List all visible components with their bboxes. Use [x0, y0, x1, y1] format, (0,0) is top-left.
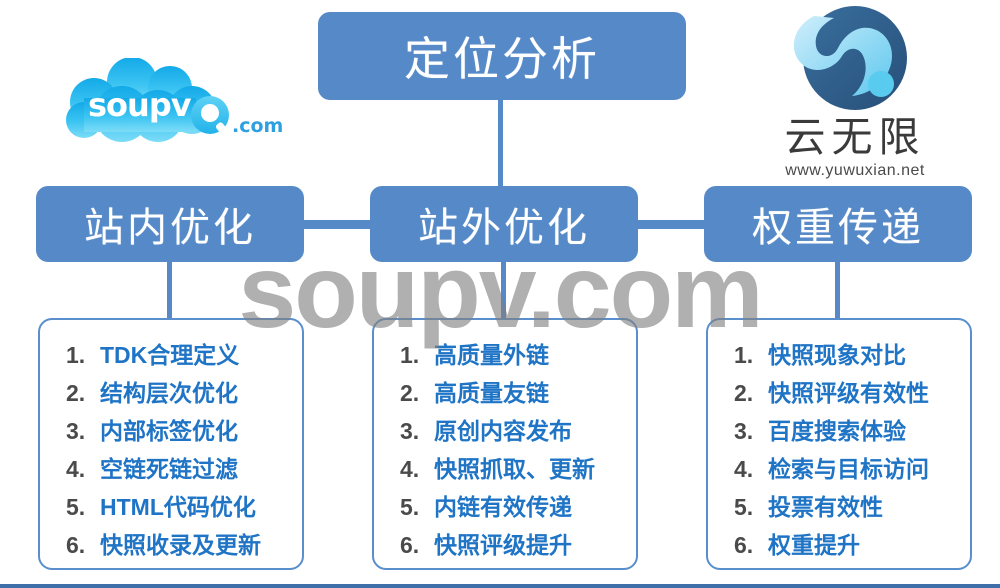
list-item-number: 1.	[400, 342, 420, 368]
list-item[interactable]: 1. 快照现象对比	[708, 336, 970, 374]
list-item[interactable]: 1. 高质量外链	[374, 336, 636, 374]
list-item-label: 空链死链过滤	[100, 456, 238, 482]
circle-swirl-icon	[793, 6, 907, 110]
list-item-label: TDK合理定义	[100, 342, 240, 368]
list-item-number: 4.	[400, 456, 420, 482]
list-item-label: 结构层次优化	[100, 380, 238, 406]
list-item[interactable]: 6. 快照评级提升	[374, 526, 636, 564]
list-item-number: 4.	[734, 456, 754, 482]
list-item-label: 原创内容发布	[434, 418, 572, 444]
list-item[interactable]: 5. 内链有效传递	[374, 488, 636, 526]
list-item-label: 快照抓取、更新	[434, 456, 595, 482]
list-item[interactable]: 4. 快照抓取、更新	[374, 450, 636, 488]
list-item-label: 高质量外链	[434, 342, 549, 368]
list-item-label: 权重提升	[768, 532, 860, 558]
list-item-number: 5.	[734, 494, 754, 520]
swirl-shape	[793, 16, 892, 96]
list-item-number: 2.	[734, 380, 754, 406]
list-item[interactable]: 1. TDK合理定义	[40, 336, 302, 374]
list-item-label: 百度搜索体验	[768, 418, 906, 444]
soupv-wordmark: soupv	[88, 86, 192, 124]
list-item-number: 6.	[734, 532, 754, 558]
node-branch-offsite-optimization[interactable]: 站外优化	[370, 186, 638, 262]
list-item[interactable]: 3. 内部标签优化	[40, 412, 302, 450]
list-panel-offsite: 1. 高质量外链 2. 高质量友链 3. 原创内容发布 4. 快照抓取、更新 5…	[372, 318, 638, 570]
list-item-label: 快照现象对比	[768, 342, 906, 368]
list-item-label: 高质量友链	[434, 380, 549, 406]
list-item[interactable]: 5. HTML代码优化	[40, 488, 302, 526]
yuwuxian-url: www.yuwuxian.net	[785, 162, 925, 179]
connector-weight-to-list	[835, 258, 840, 320]
list-item[interactable]: 2. 高质量友链	[374, 374, 636, 412]
node-branch-weight-transfer[interactable]: 权重传递	[704, 186, 972, 262]
list-item-label: 内链有效传递	[434, 494, 572, 520]
soupv-logo-svg: soupv .com	[66, 57, 283, 142]
list-item-number: 2.	[66, 380, 86, 406]
list-item[interactable]: 6. 权重提升	[708, 526, 970, 564]
list-panel-weight: 1. 快照现象对比 2. 快照评级有效性 3. 百度搜索体验 4. 检索与目标访…	[706, 318, 972, 570]
list-item-number: 1.	[734, 342, 754, 368]
list-item-number: 3.	[734, 418, 754, 444]
list-item-label: 检索与目标访问	[768, 456, 929, 482]
list-item-label: 投票有效性	[768, 494, 883, 520]
list-item-number: 5.	[66, 494, 86, 520]
connector-offsite-to-list	[501, 258, 506, 320]
soupv-cloud-logo: soupv .com	[60, 57, 283, 170]
node-branch-onsite-optimization[interactable]: 站内优化	[36, 186, 304, 262]
list-item[interactable]: 4. 检索与目标访问	[708, 450, 970, 488]
yuwuxian-brand-name: 云无限	[784, 113, 926, 161]
yuwuxian-logo: 云无限 www.yuwuxian.net	[742, 4, 968, 180]
node-root-positioning-analysis[interactable]: 定位分析	[318, 12, 686, 100]
soupv-suffix: .com	[232, 115, 282, 137]
list-item[interactable]: 5. 投票有效性	[708, 488, 970, 526]
magnifier-icon	[191, 96, 231, 139]
list-item-number: 3.	[400, 418, 420, 444]
list-item[interactable]: 6. 快照收录及更新	[40, 526, 302, 564]
list-item-number: 1.	[66, 342, 86, 368]
list-item-number: 3.	[66, 418, 86, 444]
list-item[interactable]: 4. 空链死链过滤	[40, 450, 302, 488]
list-item-number: 4.	[66, 456, 86, 482]
list-item-label: HTML代码优化	[100, 494, 256, 520]
list-item[interactable]: 3. 原创内容发布	[374, 412, 636, 450]
list-item-label: 快照评级有效性	[768, 380, 929, 406]
connector-root-to-offsite	[498, 96, 503, 192]
list-item-number: 5.	[400, 494, 420, 520]
list-item[interactable]: 2. 快照评级有效性	[708, 374, 970, 412]
connector-onsite-to-list	[167, 258, 172, 320]
list-item[interactable]: 3. 百度搜索体验	[708, 412, 970, 450]
list-item-label: 内部标签优化	[100, 418, 238, 444]
list-item-number: 6.	[400, 532, 420, 558]
list-item-number: 2.	[400, 380, 420, 406]
list-item[interactable]: 2. 结构层次优化	[40, 374, 302, 412]
bottom-edge-strip	[0, 584, 1000, 588]
list-panel-onsite: 1. TDK合理定义 2. 结构层次优化 3. 内部标签优化 4. 空链死链过滤…	[38, 318, 304, 570]
list-item-number: 6.	[66, 532, 86, 558]
list-item-label: 快照收录及更新	[100, 532, 261, 558]
list-item-label: 快照评级提升	[434, 532, 572, 558]
swirl-dot	[868, 71, 894, 97]
